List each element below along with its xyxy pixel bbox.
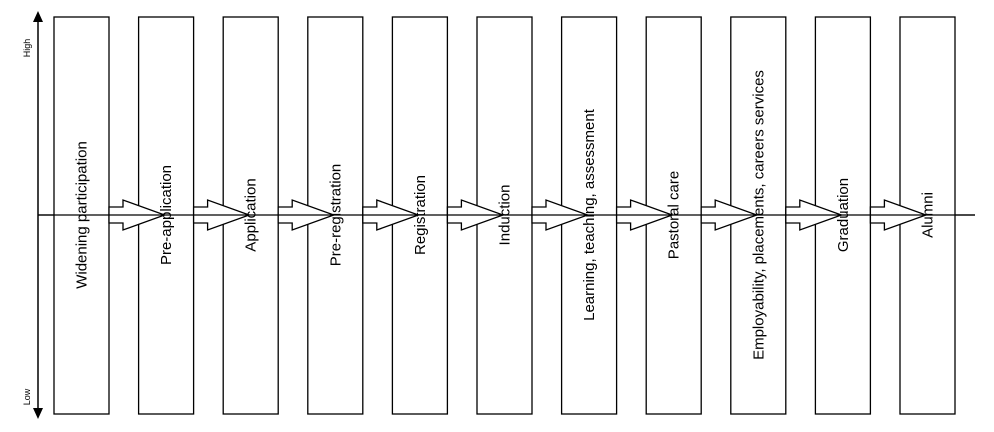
axis-down-arrow-icon xyxy=(33,408,43,419)
axis-high-label: High xyxy=(22,39,32,58)
axis-low-label: Low xyxy=(22,388,32,405)
axis-up-arrow-icon xyxy=(33,11,43,22)
connectors-layer xyxy=(38,199,975,231)
